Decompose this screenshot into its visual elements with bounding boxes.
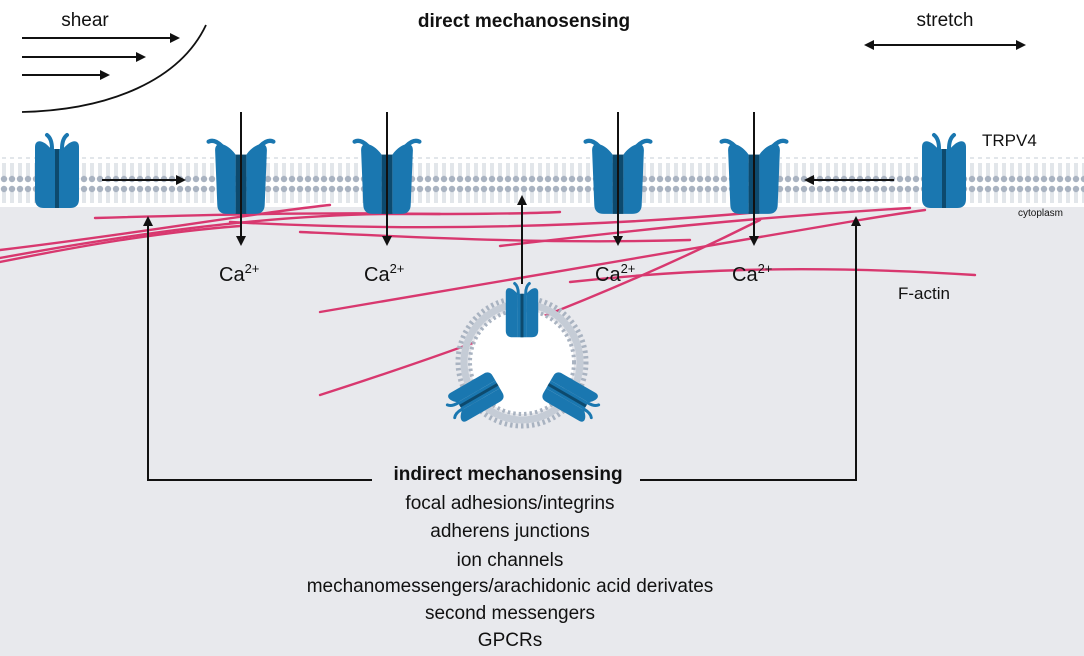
diagram-title: direct mechanosensing [418,11,630,32]
shear-label: shear [61,10,109,31]
shear-profile-curve [21,24,207,113]
calcium-label: Ca2+ [732,261,772,286]
indirect-item: adherens junctions [430,521,590,542]
calcium-influx-arrows [236,112,759,246]
actin-filament [0,210,562,260]
indirect-arrow-right [640,216,861,481]
actin-filament [568,268,977,284]
stretch-label: stretch [916,10,973,31]
trpv4-channel-1 [35,135,79,208]
indirect-heading: indirect mechanosensing [393,464,622,485]
calcium-label: Ca2+ [595,261,635,286]
actin-filament [228,210,762,229]
indirect-item: GPCRs [478,630,542,651]
actin-filament [0,203,332,252]
shear-flow-arrows [22,33,180,80]
trpv4-channel-6 [922,135,966,208]
actin-filament [0,224,242,264]
indirect-item: focal adhesions/integrins [405,493,614,514]
indirect-item: mechanomessengers/arachidonic acid deriv… [307,576,714,597]
cytoplasm-label: cytoplasm [1018,208,1063,219]
calcium-label: Ca2+ [219,261,259,286]
indirect-item: second messengers [425,603,595,624]
factin-label: F-actin [898,284,950,303]
calcium-label: Ca2+ [364,261,404,286]
indirect-arrow-left [143,216,372,481]
trpv4-label: TRPV4 [982,131,1037,150]
cytoplasm-area [0,207,1084,656]
actin-filament [298,230,692,243]
actin-filament [318,208,927,314]
indirect-item: ion channels [457,550,564,571]
